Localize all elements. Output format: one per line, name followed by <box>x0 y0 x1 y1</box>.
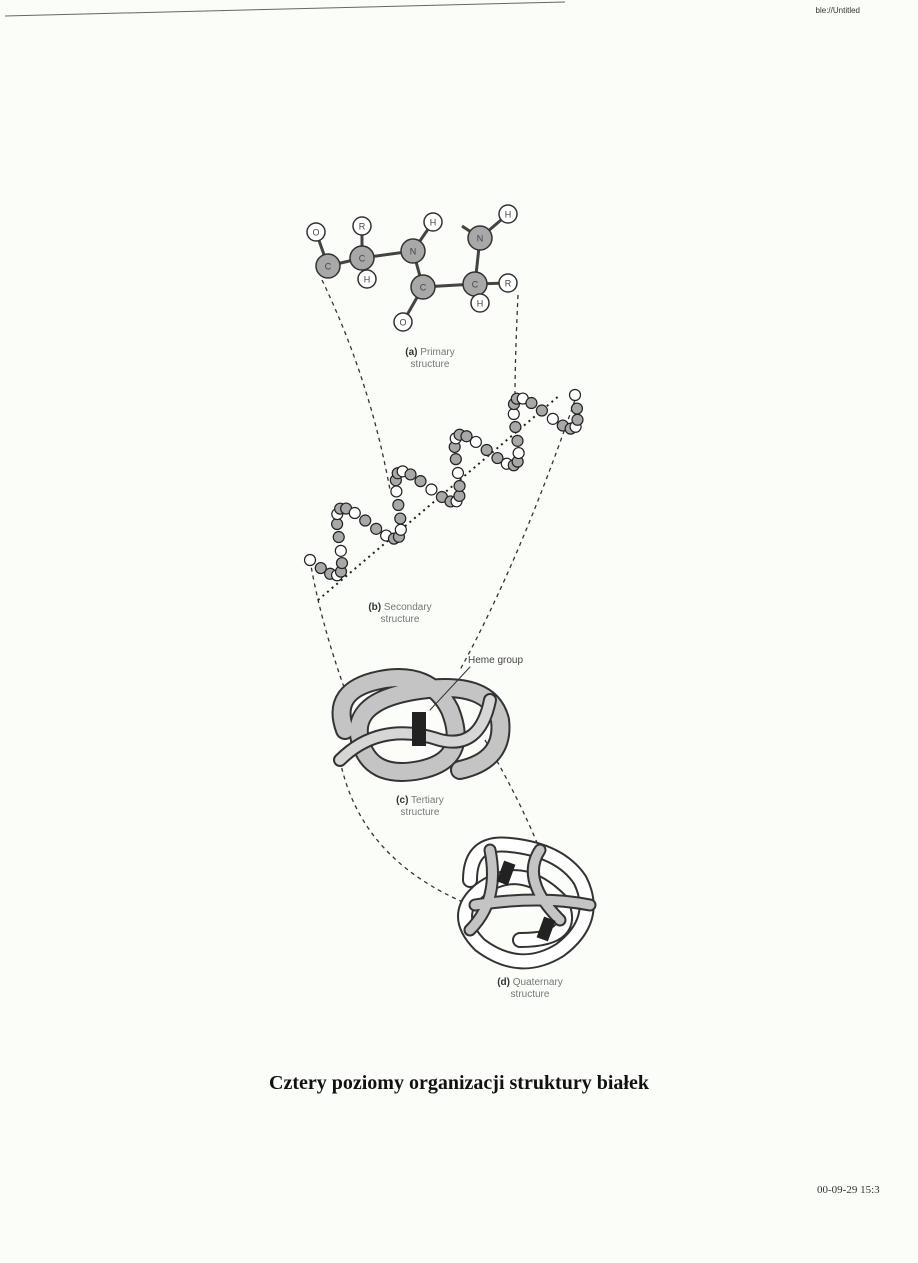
helix-atom <box>453 489 466 503</box>
helix-atom <box>394 523 407 536</box>
atom-label: O <box>312 228 319 238</box>
helix-atom <box>314 561 327 575</box>
dashed-connectors <box>309 279 576 906</box>
helix-atom <box>535 404 548 417</box>
atom-label: N <box>410 247 417 257</box>
helix-atom <box>332 530 345 544</box>
atom-label: R <box>359 222 366 232</box>
helix-atom <box>392 498 405 512</box>
heme-group-block <box>412 712 426 746</box>
label-heme-group: Heme group <box>468 655 524 666</box>
atom-label: C <box>420 283 427 293</box>
helix-atom <box>491 451 504 465</box>
atom-h <box>423 212 443 232</box>
scan-top-line <box>5 1 565 17</box>
atom-o <box>306 222 326 242</box>
atom-label: N <box>477 234 484 244</box>
helix-atom <box>414 475 427 488</box>
helix-atom <box>570 402 584 415</box>
atom-c <box>315 253 341 279</box>
page-caption: Cztery poziomy organizacji struktury bia… <box>269 1072 649 1094</box>
atom-r <box>498 273 518 293</box>
atom-label: H <box>505 210 512 220</box>
helix-atom <box>480 443 493 457</box>
helix-atom <box>335 556 349 570</box>
helix-atom <box>451 466 465 480</box>
secondary-structure-helix <box>303 388 584 601</box>
helix-atom <box>453 479 466 493</box>
helix-atom <box>449 453 462 466</box>
atom-h <box>357 269 377 289</box>
tertiary-structure-fold <box>331 666 511 782</box>
atom-label: C <box>325 262 332 272</box>
helix-atom <box>571 413 584 426</box>
timestamp: 00-09-29 15:3 <box>817 1184 880 1196</box>
quaternary-structure-complex <box>457 836 597 970</box>
helix-atom <box>359 514 372 527</box>
helix-atom <box>370 522 383 535</box>
atom-h <box>470 293 490 313</box>
helix-atom <box>525 396 538 410</box>
helix-atom <box>303 553 317 567</box>
header-url: ble://Untitled <box>815 6 860 15</box>
helix-atom <box>469 435 482 449</box>
helix-atom <box>331 517 344 531</box>
helix-atom <box>334 544 347 557</box>
atom-r <box>352 216 372 236</box>
helix-atom <box>394 512 407 525</box>
atom-label: C <box>472 280 479 290</box>
helix-atom <box>390 485 403 498</box>
helix-atom <box>460 430 473 443</box>
helix-atom <box>404 468 417 481</box>
helix-atom <box>568 388 582 402</box>
helix-atom <box>512 446 525 460</box>
atom-label: C <box>359 254 366 264</box>
atom-label: R <box>505 279 512 289</box>
helix-atom <box>425 483 438 496</box>
atom-label: O <box>399 318 406 328</box>
atom-n <box>400 238 426 264</box>
helix-atom <box>511 434 524 447</box>
helix-atom <box>348 506 361 520</box>
atom-label: H <box>430 218 437 228</box>
atom-n <box>467 225 493 251</box>
helix-atom <box>507 407 520 421</box>
atom-o <box>393 312 413 332</box>
helix-atom <box>509 420 522 434</box>
atom-label: H <box>364 275 371 285</box>
atom-c <box>349 245 375 271</box>
atom-label: H <box>477 299 484 309</box>
atom-c <box>410 274 436 300</box>
helix-atom <box>546 412 559 425</box>
atom-h <box>498 204 518 224</box>
